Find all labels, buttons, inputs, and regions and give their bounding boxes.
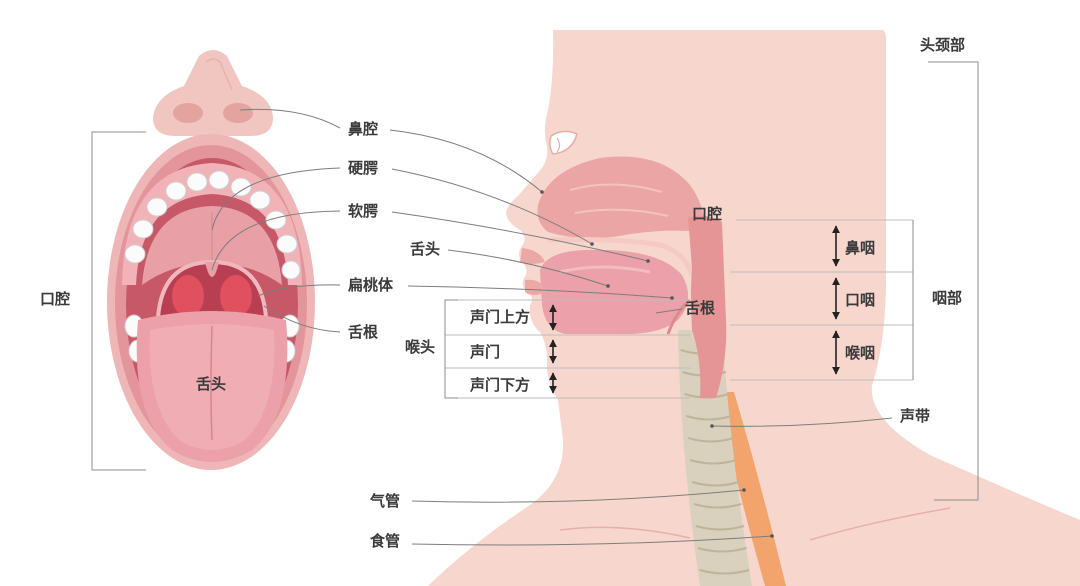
leader-dot: [606, 284, 610, 288]
eye: [549, 130, 578, 155]
nasal-cavity-label: 鼻腔: [348, 120, 378, 138]
tongue-root-label-right: 舌根: [685, 299, 715, 317]
soft-palate-leader-left: [211, 210, 341, 271]
tonsil-leader-right: [407, 285, 673, 299]
tooth: [230, 177, 252, 197]
leader-dot: [770, 534, 774, 538]
tongue-midline: [210, 325, 213, 441]
hard-palate-label: 硬腭: [348, 159, 378, 177]
left-nostril: [173, 103, 203, 123]
nasal-cavity-leader-left: [239, 108, 341, 129]
left-tonsil: [172, 275, 204, 317]
hypopharynx-label: 喉咽: [845, 344, 875, 362]
oral-cavity-bracket: [91, 131, 146, 471]
esophagus-leader: [411, 535, 773, 546]
trachea-ring: [687, 437, 734, 443]
hard-palate-leader-right: [391, 168, 593, 245]
glottis-label: 声门: [469, 343, 500, 361]
tongue-root-leader-right: [655, 308, 683, 314]
trachea-ring: [686, 415, 732, 421]
neck-fold-right: [809, 507, 951, 541]
leader-dot: [646, 259, 650, 263]
trachea-ring: [699, 569, 750, 575]
larynx-bracket: [444, 299, 458, 399]
tooth: [132, 219, 154, 239]
tongue-leader-mid: [447, 249, 609, 287]
leader-dot: [670, 296, 674, 300]
open-mouth-front-view: [91, 50, 315, 471]
trachea-leader: [411, 489, 745, 503]
tongue-label-on-figure: 舌头: [196, 375, 226, 393]
esophagus-label: 食管: [370, 532, 400, 550]
tongue-side-highlight: [559, 265, 651, 274]
nose-bridge-shade: [205, 58, 233, 91]
tongue-highlight: [149, 324, 275, 450]
head-side-view: [428, 30, 1080, 586]
tooth: [276, 234, 298, 254]
tooth: [249, 190, 271, 210]
tooth: [186, 172, 208, 192]
pharynx-wall: [688, 215, 727, 398]
supraglottic-label: 声门上方: [469, 308, 530, 326]
tongue-root-leader-left: [263, 305, 341, 333]
nasal-turbinate: [569, 183, 663, 193]
right-nostril: [223, 103, 253, 123]
tooth: [124, 244, 146, 264]
upper-lip: [520, 248, 545, 264]
pharynx-guides: [730, 219, 914, 381]
tooth: [281, 260, 301, 280]
leader-dot: [742, 488, 746, 492]
trachea-ring: [689, 459, 737, 465]
tonsil-label: 扁桃体: [348, 276, 394, 294]
esophagus-tube: [716, 392, 786, 586]
trachea-ring: [697, 547, 747, 553]
nasal-cavity-leader-right: [389, 129, 543, 193]
upper-teeth: [124, 170, 301, 280]
palate-side: [547, 237, 695, 276]
tooth: [146, 197, 168, 217]
tooth: [265, 210, 287, 230]
tongue-side: [540, 249, 689, 335]
nose: [153, 50, 273, 136]
tonsil-leader-left: [257, 284, 341, 297]
trachea-ring: [691, 481, 740, 487]
nasal-cavity: [537, 156, 705, 239]
tooth: [208, 170, 230, 190]
soft-palate-label: 软腭: [348, 202, 378, 220]
larynx-guides: [444, 299, 690, 399]
leader-dot: [710, 424, 714, 428]
nasopharynx-label: 鼻咽: [845, 239, 875, 257]
tongue-label-mid: 舌头: [410, 240, 440, 258]
trachea-ring: [695, 525, 745, 531]
lower-lip: [525, 279, 546, 295]
leader-dot: [540, 190, 544, 194]
eye-lid-line: [556, 137, 561, 153]
trachea-tube: [678, 330, 752, 586]
neck-fold-left: [559, 526, 691, 539]
vocal-cords-leader: [711, 417, 893, 427]
pharynx-label: 咽部: [932, 289, 962, 307]
leader-dot: [590, 242, 594, 246]
vocal-cords-label: 声带: [899, 407, 930, 425]
tongue-root-label-left: 舌根: [348, 323, 378, 341]
leader-lines: [211, 108, 893, 546]
oropharynx-label: 口咽: [845, 291, 875, 309]
trachea-ring: [693, 503, 742, 509]
tooth: [165, 181, 187, 201]
epiglottis: [666, 298, 691, 335]
head-neck-bracket: [928, 61, 979, 501]
right-tonsil: [220, 275, 252, 317]
soft-palate-leader-right: [391, 211, 649, 262]
oral-cavity-label-right: 口腔: [692, 205, 722, 223]
hard-palate-leader-left: [211, 167, 341, 231]
subglottic-label: 声门下方: [469, 376, 530, 394]
head-neck-label: 头颈部: [920, 36, 965, 54]
trachea-label: 气管: [369, 492, 400, 510]
nasal-turbinate: [574, 208, 669, 217]
oral-cavity-label-left: 口腔: [40, 290, 70, 308]
larynx-label: 喉头: [405, 338, 435, 356]
labels: 头颈部 鼻腔 硬腭 软腭 扁桃体 舌根 口腔 舌头 舌头 口腔 喉头 声门上方 …: [40, 36, 965, 550]
